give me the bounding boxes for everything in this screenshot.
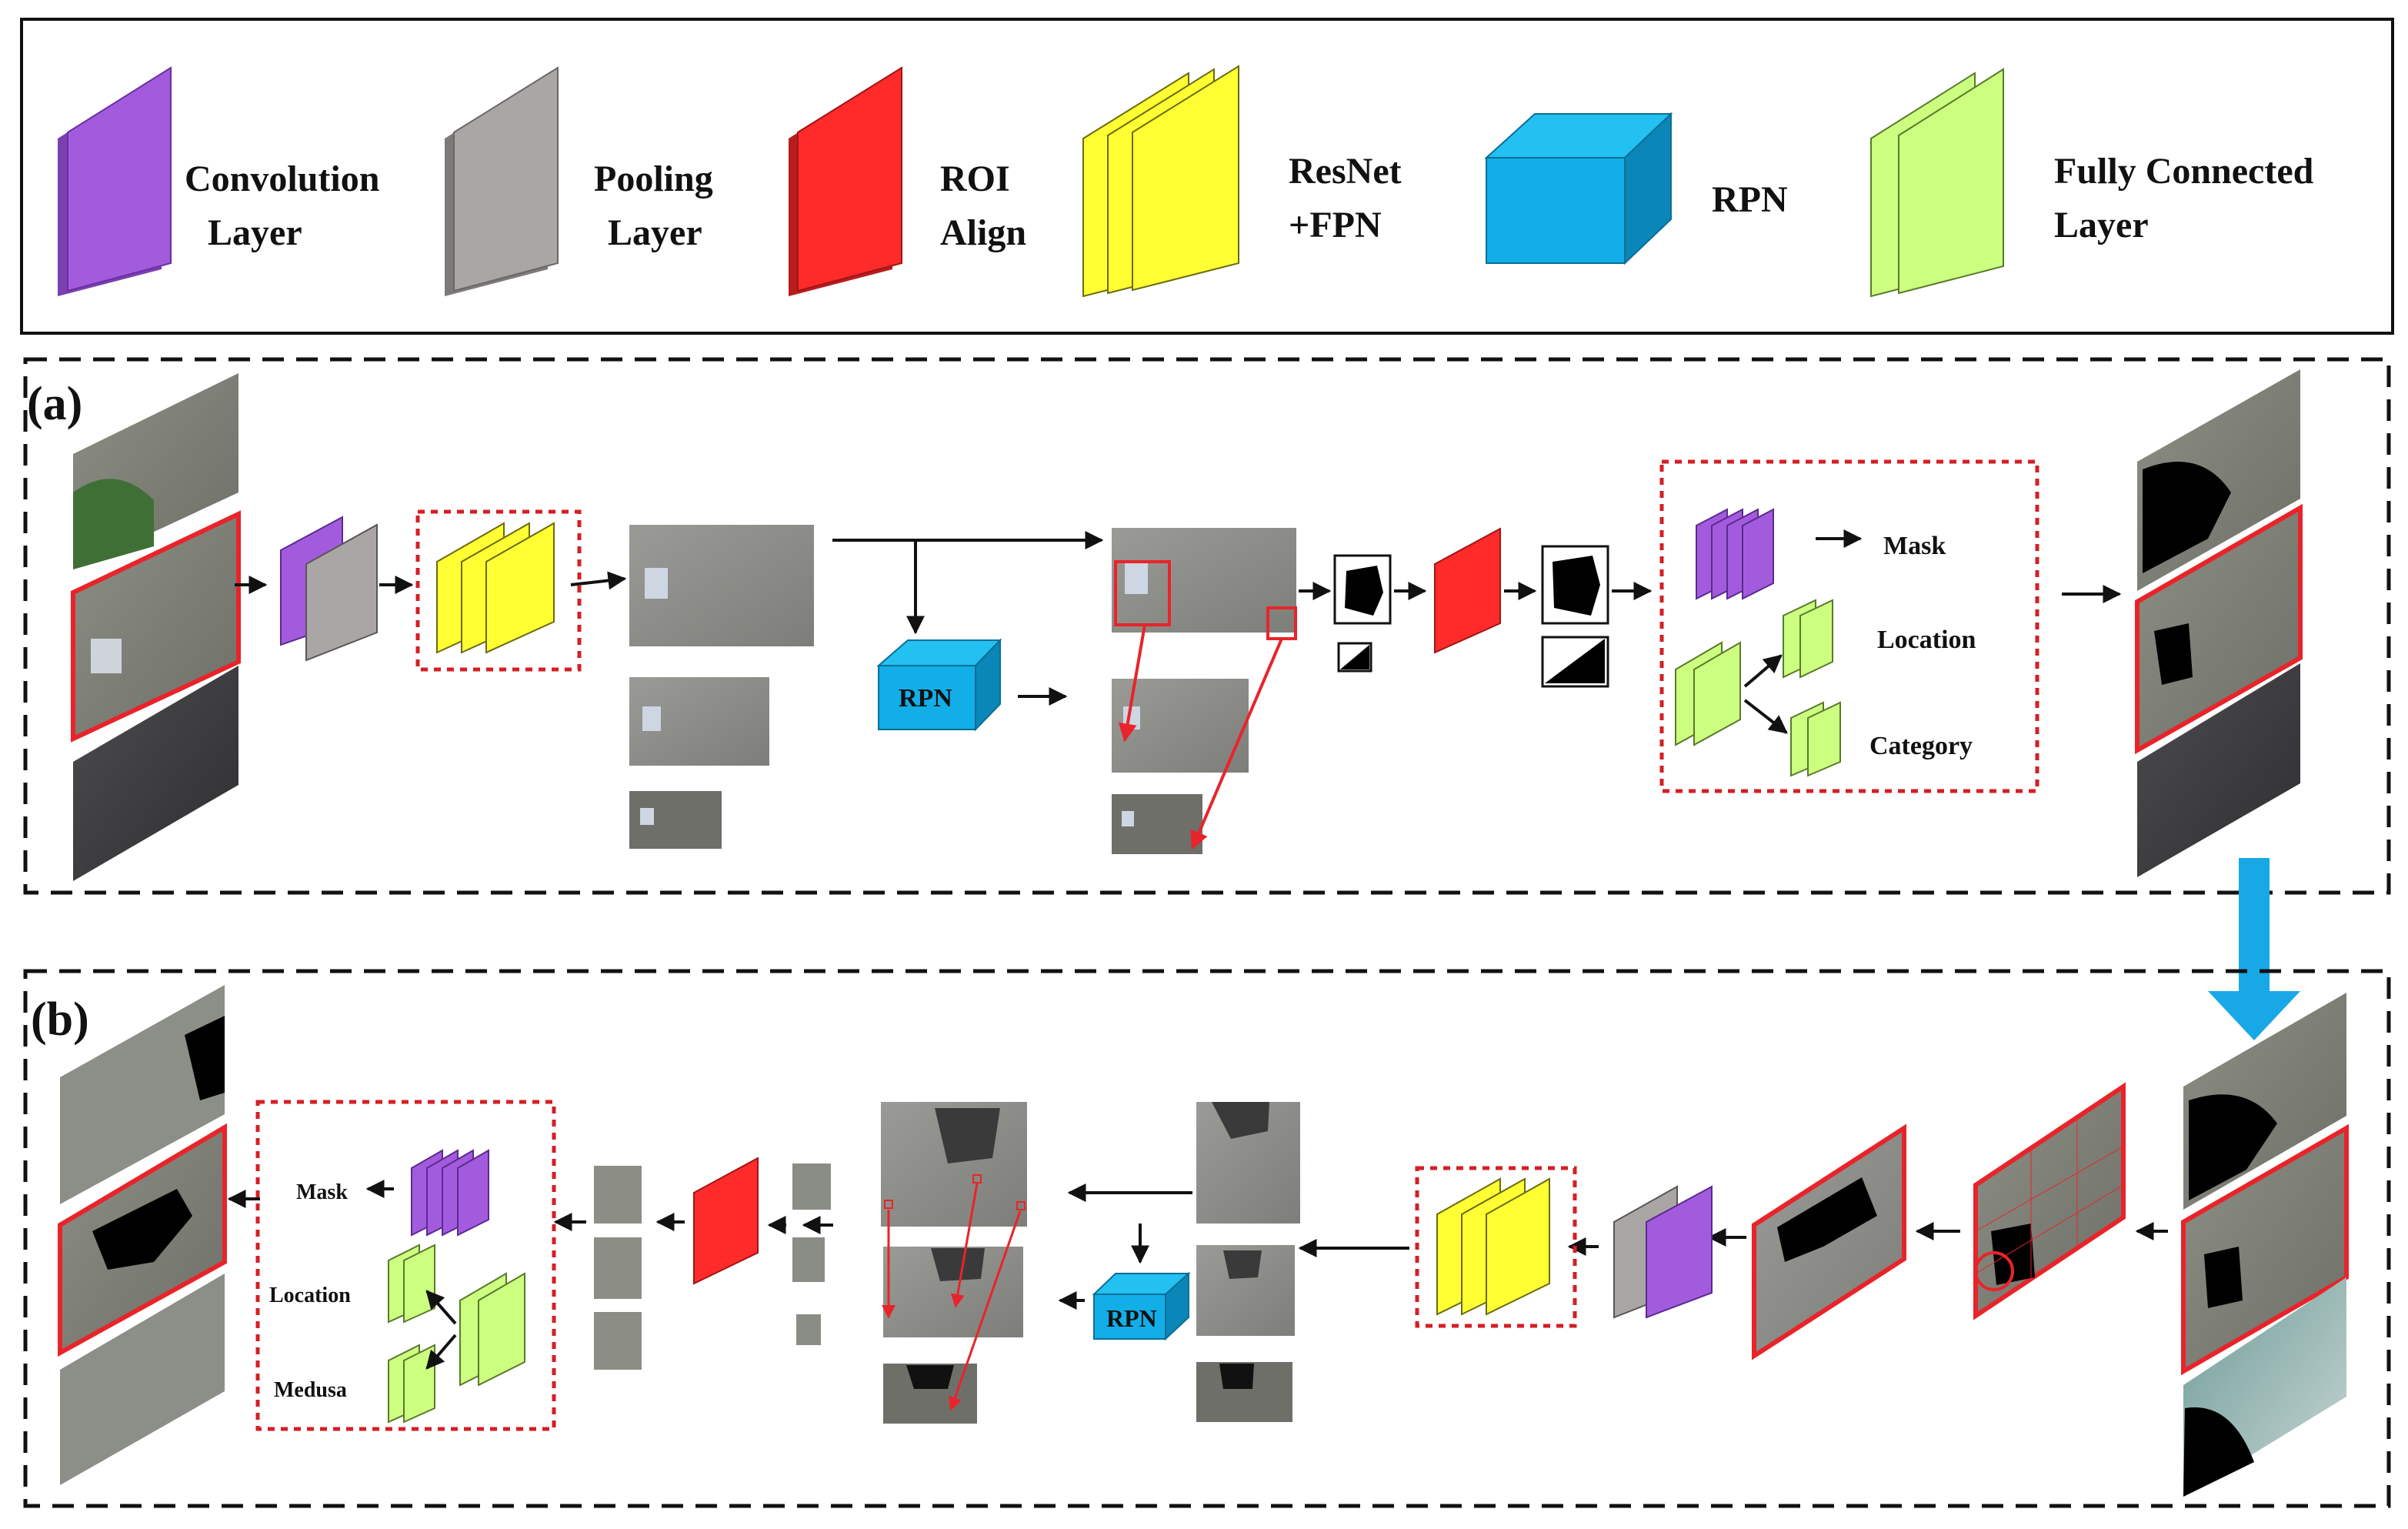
legend-roi-align-icon: [789, 66, 902, 296]
panel-b-head-mask: Mask: [296, 1180, 348, 1204]
legend-rpn-icon: [1484, 112, 1673, 265]
panel-a-heads: Mask Location Category: [1659, 459, 2039, 793]
panel-a-mask-output: [1541, 545, 1609, 688]
legend-convolution-label-2: Layer: [208, 212, 302, 253]
panel-a-head-location: Location: [1877, 626, 1976, 654]
panel-b-heads: Mask Location Medusa: [255, 1100, 556, 1431]
panel-b-tag: (b): [31, 993, 89, 1046]
panel-a-head-category: Category: [1869, 732, 1973, 760]
panel-b-feature-maps: [1196, 1102, 1300, 1422]
transfer-arrow: [2208, 858, 2300, 1040]
panel-a-head-mask: Mask: [1883, 532, 1946, 560]
panel-b-input-stack: [2181, 993, 2349, 1497]
legend-resnet-fpn-label-2: +FPN: [1289, 205, 1382, 245]
panel-a: (a): [23, 357, 2391, 895]
panel-a-conv-pool: [280, 516, 378, 662]
panel-b-patch: [1752, 1123, 1906, 1360]
legend-fully-connected-icon: [1870, 68, 2004, 298]
panel-b-proposal-maps: [881, 1102, 1027, 1424]
panel-a-proposal-maps: [1112, 528, 1297, 854]
legend-fully-connected-label: Fully Connected: [2054, 151, 2314, 192]
panel-b: (b): [23, 969, 2391, 1508]
legend-convolution-label: Convolution: [185, 159, 379, 199]
panel-b-small-crops: [792, 1163, 831, 1345]
legend-resnet-fpn-icon: [1082, 65, 1239, 298]
panel-a-rpn-cube: RPN: [876, 638, 1002, 732]
panel-a-frame: [23, 357, 2391, 895]
legend-pooling-label: Pooling: [594, 159, 713, 199]
panel-b-rpn-cube: RPN: [1092, 1271, 1191, 1341]
legend-roi-align-label-2: Align: [940, 212, 1026, 253]
arrow: [570, 571, 627, 590]
legend-resnet-fpn-label: ResNet: [1289, 151, 1402, 192]
panel-b-output-stack: [58, 985, 227, 1485]
legend-pooling-label-2: Layer: [608, 212, 702, 253]
panel-b-head-location: Location: [269, 1284, 351, 1307]
panel-b-head-medusa: Medusa: [274, 1378, 347, 1402]
panel-a-input-stack: [71, 373, 241, 881]
legend-fully-connected-label-2: Layer: [2054, 205, 2149, 245]
panel-b-rpn-label: RPN: [1106, 1304, 1157, 1332]
legend: Convolution Layer Pooling Layer ROI Alig…: [20, 18, 2394, 335]
panel-b-conv-pool: [1613, 1185, 1713, 1319]
panel-a-roi-align: [1434, 527, 1501, 654]
panel-b-roi-align: [693, 1157, 759, 1285]
panel-a-rpn-label: RPN: [899, 684, 952, 713]
panel-b-frame: [23, 969, 2391, 1508]
panel-a-mask-crop: [1333, 554, 1392, 673]
legend-roi-align-label: ROI: [940, 159, 1010, 199]
panel-a-feature-maps: [629, 525, 814, 849]
legend-frame: [20, 18, 2394, 335]
legend-convolution-icon: [58, 66, 172, 296]
legend-rpn-label: RPN: [1712, 179, 1788, 220]
panel-a-output-stack: [2135, 369, 2303, 877]
panel-a-resnet-fpn: [415, 509, 582, 672]
legend-pooling-icon: [445, 66, 559, 296]
panel-b-resnet-fpn: [1415, 1166, 1577, 1328]
panel-b-patch-grid: [1973, 1082, 2126, 1320]
panel-b-pooled-crops: [594, 1166, 642, 1370]
panel-a-tag: (a): [27, 378, 82, 430]
